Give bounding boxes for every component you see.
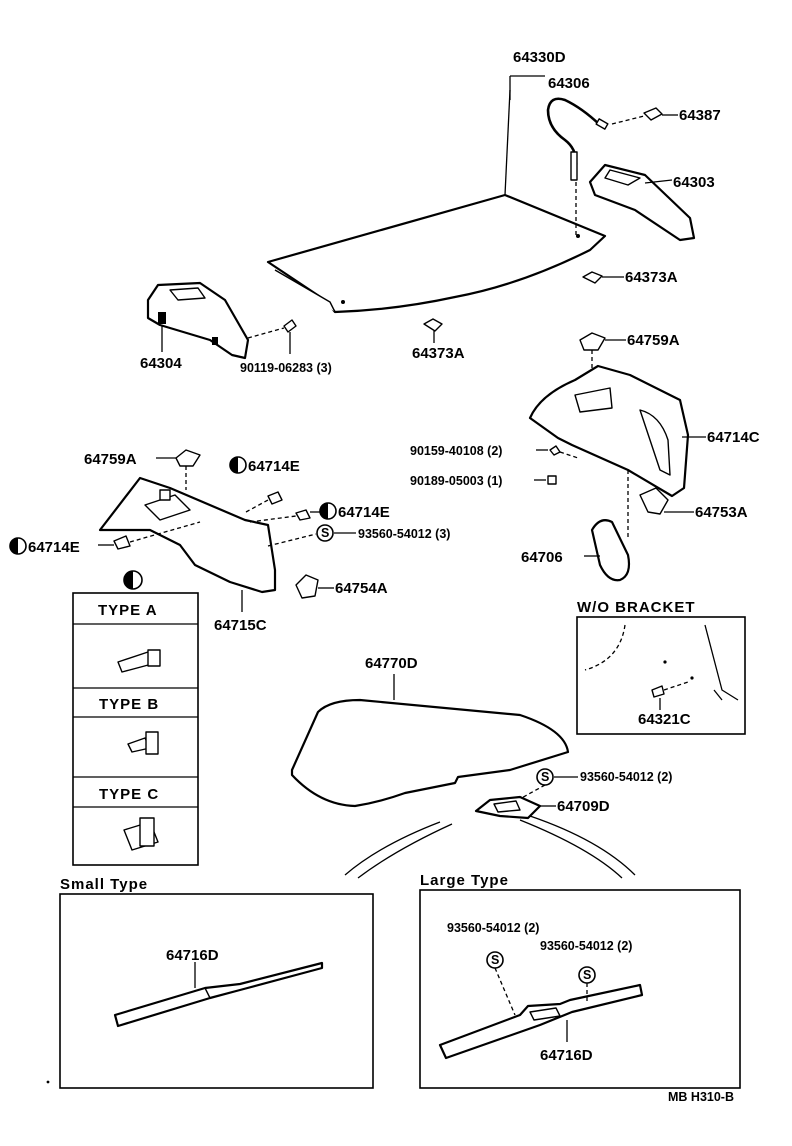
symbol-s-2: S xyxy=(541,770,549,784)
screw-90119 xyxy=(247,319,297,354)
large-type-title: Large Type xyxy=(420,872,509,889)
mat-64770d xyxy=(290,674,570,808)
cap-64759a-left xyxy=(156,449,201,490)
label-64330d: 64330D xyxy=(513,49,566,66)
label-64321c: 64321C xyxy=(638,711,691,728)
label-64770d: 64770D xyxy=(365,655,418,672)
panel-64715c xyxy=(98,476,277,612)
label-64303: 64303 xyxy=(673,174,715,191)
label-64714e-2: 64714E xyxy=(338,504,390,521)
label-64709d: 64709D xyxy=(557,798,610,815)
diagram-code: MB H310-B xyxy=(668,1090,734,1104)
fastener-type-b-icon xyxy=(127,731,159,755)
wo-bracket-box xyxy=(576,616,746,735)
fastener-type-a-icon xyxy=(117,649,161,673)
label-64753a: 64753A xyxy=(695,504,748,521)
label-64373a-right: 64373A xyxy=(625,269,678,286)
label-64759a-left: 64759A xyxy=(84,451,137,468)
symbol-s-1: S xyxy=(321,526,329,540)
wo-bracket-title: W/O BRACKET xyxy=(577,599,696,616)
clip-64387 xyxy=(611,107,678,125)
type-c-label: TYPE C xyxy=(99,786,159,803)
small-type-box xyxy=(59,893,374,1089)
small-type-title: Small Type xyxy=(60,876,148,893)
fastener-64714e-3 xyxy=(9,521,201,555)
label-64759a-right: 64759A xyxy=(627,332,680,349)
clip-64754a xyxy=(295,574,334,599)
type-a-label: TYPE A xyxy=(98,602,158,619)
fastener-64714e-2 xyxy=(249,502,337,523)
label-64373a-center: 64373A xyxy=(412,345,465,362)
symbol-s-3: S xyxy=(491,953,499,967)
package-tray-trim xyxy=(266,75,607,314)
label-93560-3: 93560-54012 (2) xyxy=(447,921,539,935)
type-legend xyxy=(72,570,199,866)
bracket-64709d xyxy=(474,795,556,820)
label-93560-2: 93560-54012 (2) xyxy=(580,770,672,784)
label-64714e-3: 64714E xyxy=(28,539,80,556)
label-64714e-1: 64714E xyxy=(248,458,300,475)
label-64304: 64304 xyxy=(140,355,182,372)
clip-64753a xyxy=(639,487,694,515)
label-90119: 90119-06283 (3) xyxy=(240,361,332,375)
label-90189: 90189-05003 (1) xyxy=(410,474,502,488)
fastener-64714e-1 xyxy=(229,456,283,513)
clip-64373a-center xyxy=(423,318,443,343)
bracket-64303 xyxy=(588,163,696,242)
label-64706: 64706 xyxy=(521,549,563,566)
nut-90189 xyxy=(534,475,557,485)
screw-93560-2 xyxy=(517,768,578,801)
cover-64706 xyxy=(584,470,631,582)
label-64716d-small: 64716D xyxy=(166,947,219,964)
label-64306: 64306 xyxy=(548,75,590,92)
label-64715c: 64715C xyxy=(214,617,267,634)
screw-93560-1 xyxy=(267,524,356,547)
panel-64714c xyxy=(528,364,706,498)
large-type-box xyxy=(419,889,741,1089)
bracket-64304 xyxy=(146,281,250,360)
clip-64373a-right xyxy=(582,271,624,284)
fastener-type-c-icon xyxy=(123,817,159,851)
label-64716d-large: 64716D xyxy=(540,1047,593,1064)
symbol-s-4: S xyxy=(583,968,591,982)
screw-90159 xyxy=(536,445,579,459)
cable-64306 xyxy=(546,97,609,236)
label-64387: 64387 xyxy=(679,107,721,124)
label-64714c: 64714C xyxy=(707,429,760,446)
label-64754a: 64754A xyxy=(335,580,388,597)
label-93560-1: 93560-54012 (3) xyxy=(358,527,450,541)
type-b-label: TYPE B xyxy=(99,696,159,713)
label-90159: 90159-40108 (2) xyxy=(410,444,502,458)
label-93560-4: 93560-54012 (2) xyxy=(540,939,632,953)
